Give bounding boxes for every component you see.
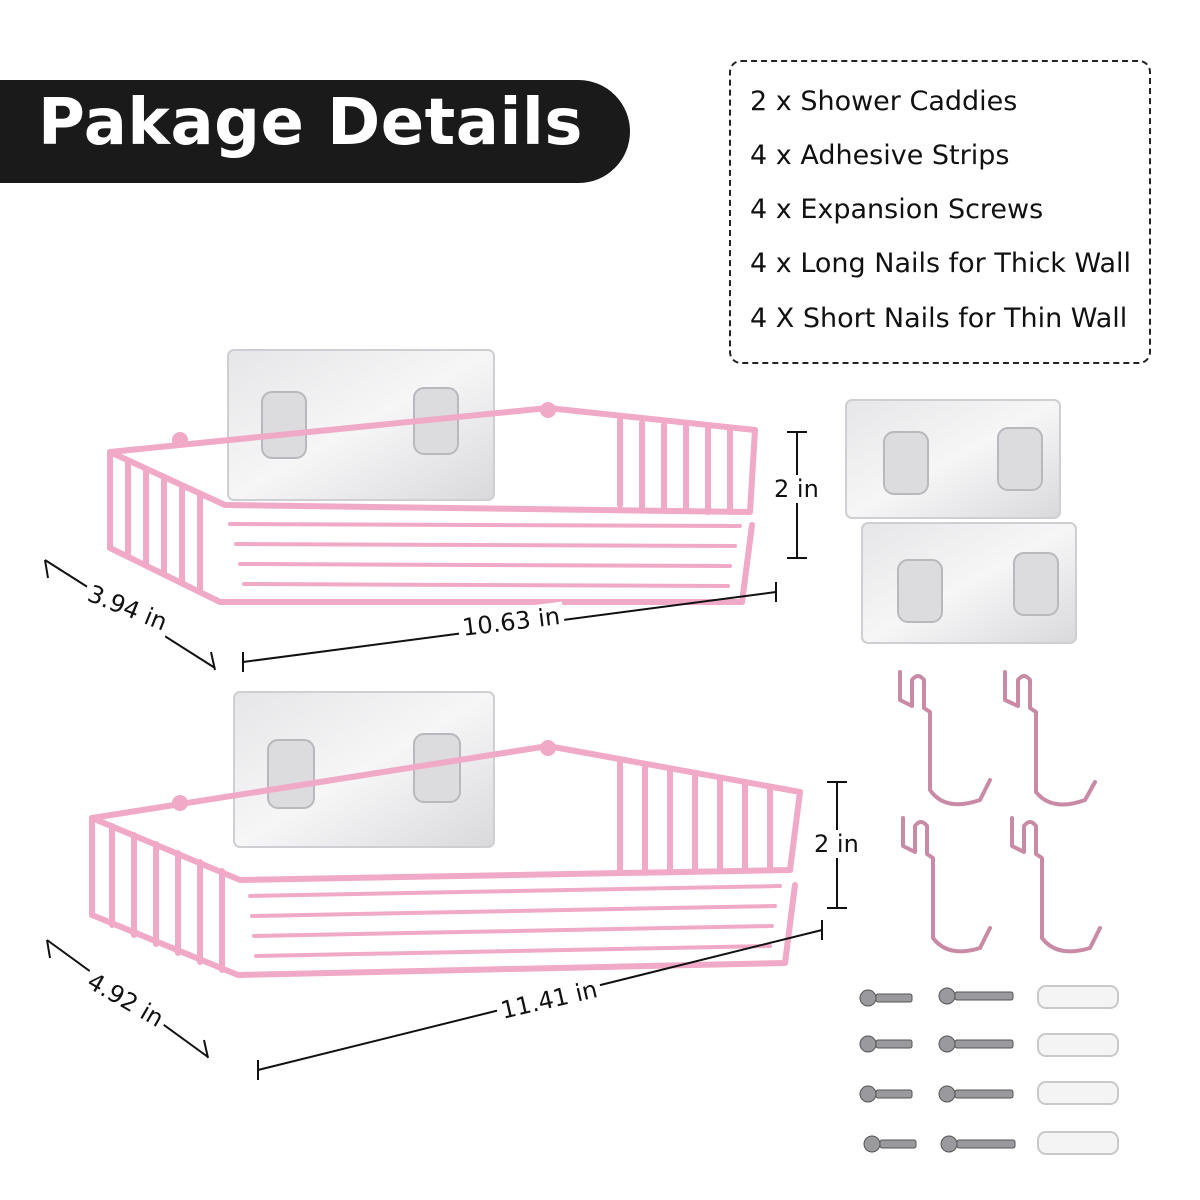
package-contents-box xyxy=(729,60,1151,364)
package-item: 4 x Expansion Screws xyxy=(750,194,1044,225)
package-item: 4 X Short Nails for Thin Wall xyxy=(750,303,1128,334)
small-caddy-height-label: 2 in xyxy=(770,475,823,503)
page-title: Pakage Details xyxy=(38,86,583,160)
hooks xyxy=(898,670,1102,954)
title-banner xyxy=(0,80,630,183)
shower-caddy-large xyxy=(89,691,803,978)
package-item: 4 x Long Nails for Thick Wall xyxy=(750,248,1132,279)
screws-and-anchors xyxy=(859,985,1119,1155)
shower-caddy-small xyxy=(107,349,758,605)
large-caddy-height-label: 2 in xyxy=(810,830,863,858)
adhesive-strips xyxy=(845,399,1077,644)
package-item: 4 x Adhesive Strips xyxy=(750,140,1010,171)
package-item: 2 x Shower Caddies xyxy=(750,86,1018,117)
